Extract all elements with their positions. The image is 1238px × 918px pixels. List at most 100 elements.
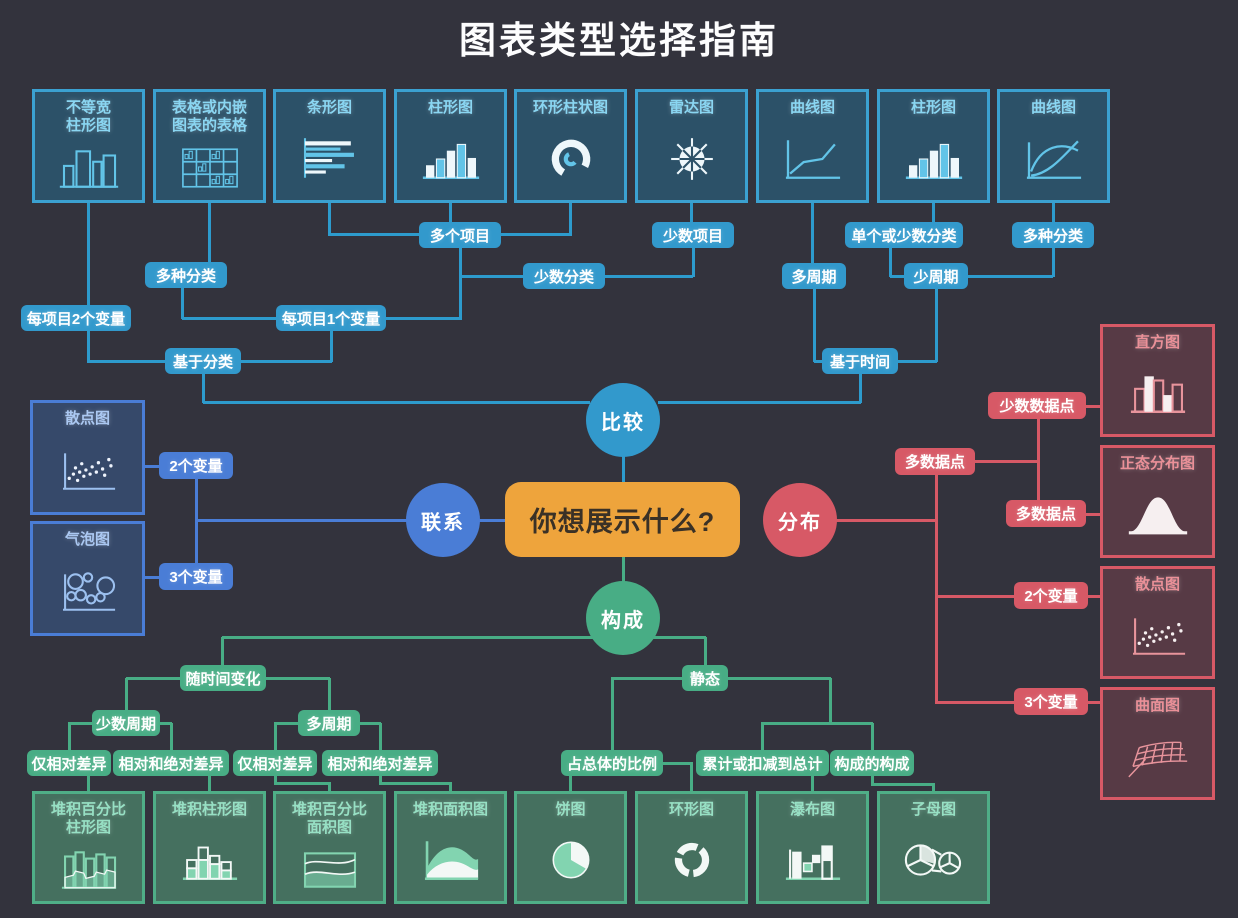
chart-box-title: 气泡图 <box>64 531 110 548</box>
connector-line <box>196 518 408 522</box>
condition-label: 多数据点 <box>1006 500 1086 527</box>
chart-box: 堆积百分比 柱形图 <box>32 791 145 904</box>
chart-box-title: 雷达图 <box>668 99 714 116</box>
connector-line <box>935 700 1015 704</box>
condition-label: 少数分类 <box>523 263 605 289</box>
connector-line <box>760 723 764 751</box>
chart-box-title: 环形柱状图 <box>532 99 608 116</box>
connector-line <box>143 575 160 579</box>
condition-label: 少数数据点 <box>988 392 1086 419</box>
connector-line <box>888 247 892 277</box>
connector-line <box>273 723 277 751</box>
chart-box-title: 瀑布图 <box>789 801 835 818</box>
radar-icon <box>638 117 745 200</box>
pie-icon <box>517 819 624 901</box>
connector-line <box>478 518 506 522</box>
connector-line <box>274 721 299 725</box>
connector-line <box>87 775 90 792</box>
connector-line <box>328 203 331 236</box>
chart-box: 瀑布图 <box>756 791 869 904</box>
condition-label: 相对和绝对差异 <box>113 750 229 776</box>
chart-box: 堆积面积图 <box>394 791 507 904</box>
connector-line <box>1085 512 1101 516</box>
connector-line <box>87 330 90 362</box>
line-chart-icon <box>759 117 866 200</box>
stacked-column-icon <box>156 819 263 901</box>
surface-icon <box>1103 715 1212 797</box>
connector-line <box>934 474 938 703</box>
connector-line <box>896 359 937 363</box>
decision-node-composition: 构成 <box>586 581 660 655</box>
chart-box: 散点图 <box>30 400 145 515</box>
table-embedded-icon <box>156 135 263 200</box>
connector-line <box>1051 247 1055 277</box>
connector-line <box>208 775 211 792</box>
connector-line <box>194 478 198 564</box>
connector-line <box>67 723 71 751</box>
chart-box: 散点图 <box>1100 566 1215 679</box>
chart-box-title: 堆积面积图 <box>412 801 488 818</box>
chart-box-title: 子母图 <box>910 801 956 818</box>
chart-box-title: 曲线图 <box>789 99 835 116</box>
chart-box: 曲面图 <box>1100 687 1215 800</box>
stacked-pct-column-icon <box>35 837 142 901</box>
connector-line <box>935 594 1015 598</box>
chart-box: 条形图 <box>273 89 386 203</box>
connector-line <box>858 373 862 403</box>
chart-box-title: 堆积柱形图 <box>171 801 247 818</box>
connector-line <box>761 721 873 725</box>
connector-line <box>691 247 695 277</box>
chart-box-title: 表格或内嵌 图表的表格 <box>171 99 247 134</box>
chart-box: 雷达图 <box>635 89 748 203</box>
condition-label: 多数据点 <box>895 448 975 475</box>
connector-line <box>329 232 421 236</box>
chart-box: 表格或内嵌 图表的表格 <box>153 89 266 203</box>
page-title: 图表类型选择指南 <box>459 20 779 61</box>
condition-label: 构成的构成 <box>830 750 914 776</box>
connector-line <box>932 203 935 223</box>
condition-label: 单个或少数分类 <box>845 222 963 248</box>
connector-line <box>621 556 625 583</box>
chart-box-title: 散点图 <box>64 410 110 427</box>
connector-line <box>449 203 452 223</box>
connector-line <box>974 459 1039 463</box>
condition-label: 每项目1个变量 <box>276 305 386 331</box>
connector-line <box>501 232 572 236</box>
connector-line <box>871 782 934 786</box>
chart-box: 子母图 <box>877 791 990 904</box>
connector-line <box>569 203 572 236</box>
connector-line <box>265 676 330 680</box>
connector-line <box>932 783 935 792</box>
bar-varwidth-icon <box>35 135 142 200</box>
vbar-icon <box>880 117 987 200</box>
connector-line <box>201 373 205 403</box>
connector-line <box>169 723 173 751</box>
condition-label: 每项目2个变量 <box>21 305 131 331</box>
chart-box-title: 柱形图 <box>910 99 956 116</box>
chart-box-title: 曲线图 <box>1030 99 1076 116</box>
connector-line <box>68 721 93 725</box>
decision-node-compare: 比较 <box>586 383 660 457</box>
ring-column-icon <box>517 117 624 200</box>
curves-icon <box>1000 117 1107 200</box>
connector-line <box>359 721 381 725</box>
connector-line <box>329 330 333 362</box>
connector-line <box>610 678 614 751</box>
chart-box-title: 堆积百分比 面积图 <box>291 801 367 836</box>
condition-label: 多周期 <box>782 263 846 289</box>
chart-box-title: 堆积百分比 柱形图 <box>50 801 126 836</box>
chart-box: 环形图 <box>635 791 748 904</box>
condition-label: 静态 <box>682 665 728 691</box>
waterfall-icon <box>759 819 866 901</box>
connector-line <box>1036 418 1040 502</box>
connector-line <box>126 676 181 680</box>
chart-box-title: 柱形图 <box>427 99 473 116</box>
chart-box: 直方图 <box>1100 324 1215 437</box>
connector-line <box>870 723 874 751</box>
condition-label: 少数项目 <box>652 222 734 248</box>
connector-line <box>449 782 452 792</box>
connector-line <box>934 288 938 362</box>
connector-line <box>662 761 692 765</box>
bubble-icon <box>33 549 142 633</box>
